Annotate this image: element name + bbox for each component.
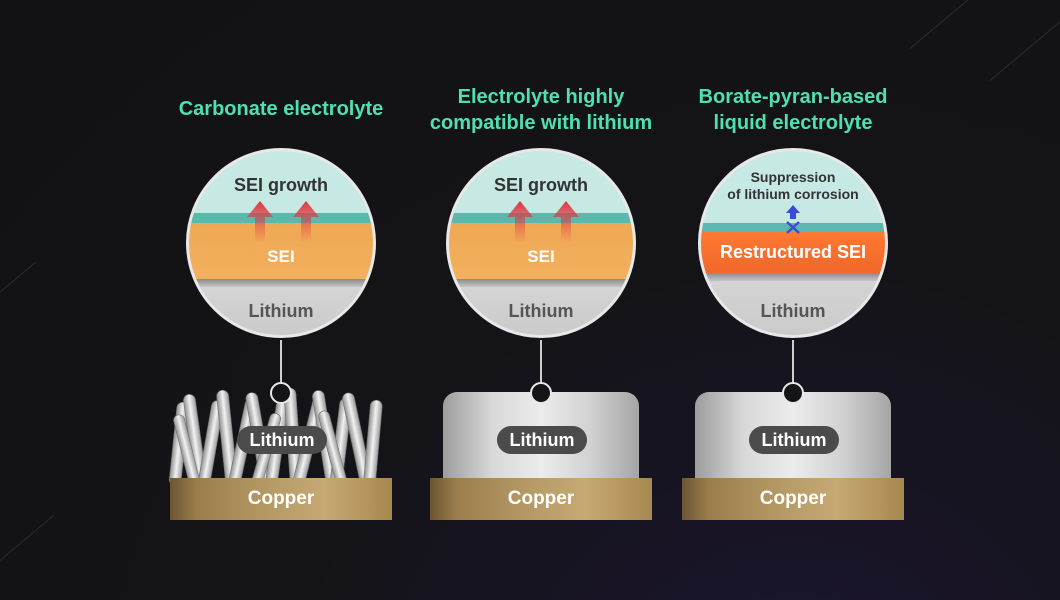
circle-sei-label: SEI xyxy=(527,247,555,266)
circle-restructured-sei-label: Restructured SEI xyxy=(719,242,867,262)
lithium-layer xyxy=(701,281,885,335)
lithium-badge: Lithium xyxy=(237,426,327,454)
panel-title: Borate-pyran-based liquid electrolyte xyxy=(643,84,943,136)
restructured-sei-layer xyxy=(701,231,885,273)
panel-compatible: Electrolyte highly compatible with lithi… xyxy=(411,0,671,600)
decor-line xyxy=(989,22,1060,81)
panel-title-line: liquid electrolyte xyxy=(713,112,873,134)
sei-surface-layer xyxy=(189,213,373,223)
connector-line xyxy=(280,340,282,384)
circle-suppression-label: Suppression of lithium corrosion xyxy=(701,169,885,203)
sei-surface-layer xyxy=(449,213,633,223)
growth-arrow-icon xyxy=(293,201,319,243)
lithium-badge: Lithium xyxy=(749,426,839,454)
sei-layer xyxy=(449,223,633,279)
lithium-layer xyxy=(449,287,633,335)
growth-arrow-icon xyxy=(553,201,579,243)
connector-node-icon xyxy=(270,382,292,404)
zoom-circle-inner: SEI growth SEI Lithium xyxy=(186,148,376,338)
growth-arrow-icon xyxy=(507,201,533,243)
connector-node-icon xyxy=(782,382,804,404)
panel-title-line: Carbonate electrolyte xyxy=(178,98,384,120)
electrolyte-layer xyxy=(449,151,633,215)
connector-node-icon xyxy=(530,382,552,404)
panel-title: Electrolyte highly compatible with lithi… xyxy=(391,84,691,136)
zoom-circle-inner: SEI growth SEI Lithium xyxy=(446,148,636,338)
panel-title: Carbonate electrolyte xyxy=(131,96,431,122)
circle-lithium-label: Lithium xyxy=(508,301,574,321)
copper-base: Copper xyxy=(170,478,392,520)
zoom-circle: Suppression of lithium corrosion Restruc… xyxy=(698,148,888,338)
interface-shadow xyxy=(449,279,633,287)
circle-top-label: SEI growth xyxy=(234,175,328,195)
panel-carbonate: Carbonate electrolyte SEI growth SEI Lit… xyxy=(151,0,411,600)
panel-title-line: compatible with lithium xyxy=(429,112,653,134)
panel-title-line: Borate-pyran-based xyxy=(698,86,888,108)
sei-layer xyxy=(189,223,373,279)
copper-base: Copper xyxy=(682,478,904,520)
panel-borate-pyran: Borate-pyran-based liquid electrolyte Su… xyxy=(663,0,923,600)
zoom-circle: SEI growth SEI Lithium xyxy=(186,148,376,338)
decor-line xyxy=(0,261,37,301)
lithium-layer xyxy=(189,287,373,335)
connector-line xyxy=(792,340,794,384)
panel-title-line: Electrolyte highly xyxy=(457,86,625,108)
copper-base: Copper xyxy=(430,478,652,520)
zoom-circle: SEI growth SEI Lithium xyxy=(446,148,636,338)
electrolyte-layer xyxy=(189,151,373,215)
interface-shadow xyxy=(189,279,373,287)
suppression-arrow-icon xyxy=(786,205,800,234)
zoom-circle-inner: Suppression of lithium corrosion Restruc… xyxy=(698,148,888,338)
growth-arrow-icon xyxy=(247,201,273,243)
circle-lithium-label: Lithium xyxy=(760,301,826,321)
suppression-label-line: Suppression xyxy=(750,169,836,185)
interface-shadow xyxy=(701,273,885,281)
circle-sei-label: SEI xyxy=(267,247,295,266)
suppression-label-line: of lithium corrosion xyxy=(727,186,859,202)
circle-top-label: SEI growth xyxy=(494,175,588,195)
decor-line xyxy=(0,515,54,561)
connector-line xyxy=(540,340,542,384)
circle-lithium-label: Lithium xyxy=(248,301,314,321)
lithium-badge: Lithium xyxy=(497,426,587,454)
